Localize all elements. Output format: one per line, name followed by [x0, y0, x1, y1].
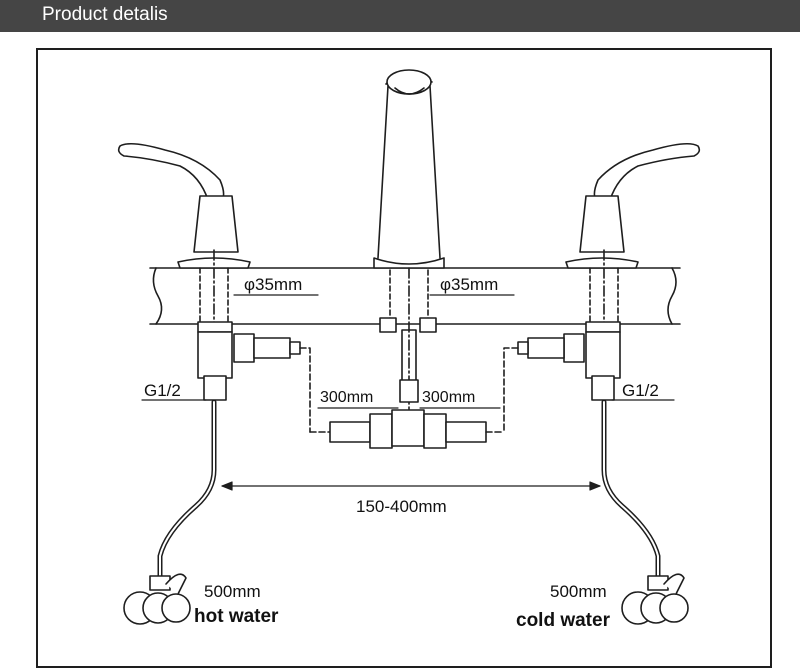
- right-outlet-fitting: [503, 333, 585, 433]
- center-hole-label: φ35mm: [440, 275, 498, 294]
- left-hole-label: φ35mm: [244, 275, 302, 294]
- hot-angle-valve: [123, 573, 191, 625]
- left-hose-length-label: 300mm: [320, 389, 373, 406]
- hot-water-label: hot water: [194, 606, 279, 627]
- hot-supply-hose-inner: [159, 401, 215, 587]
- right-thread-label: G1/2: [622, 381, 659, 400]
- cold-handle: [565, 142, 701, 401]
- left-supply-length-label: 500mm: [204, 582, 261, 601]
- cold-supply-hose-inner: [603, 401, 659, 587]
- header-bar: Product detalis: [0, 0, 800, 32]
- spout: [373, 69, 445, 421]
- faucet-diagram: φ35mm φ35mm G1/2 G1/2 300mm 300mm 150-40…: [117, 69, 701, 631]
- dimension-lines: [141, 294, 675, 491]
- header-title: Product detalis: [42, 4, 168, 25]
- left-outlet-fitting: [233, 333, 311, 433]
- cold-water-label: cold water: [516, 610, 611, 631]
- hot-handle: [117, 142, 251, 401]
- left-thread-label: G1/2: [144, 381, 181, 400]
- right-supply-length-label: 500mm: [550, 582, 607, 601]
- mixing-tee: [309, 409, 505, 449]
- right-hose-length-label: 300mm: [422, 389, 475, 406]
- spread-label: 150-400mm: [356, 497, 447, 516]
- countertop: [149, 267, 681, 325]
- cold-angle-valve: [621, 573, 689, 625]
